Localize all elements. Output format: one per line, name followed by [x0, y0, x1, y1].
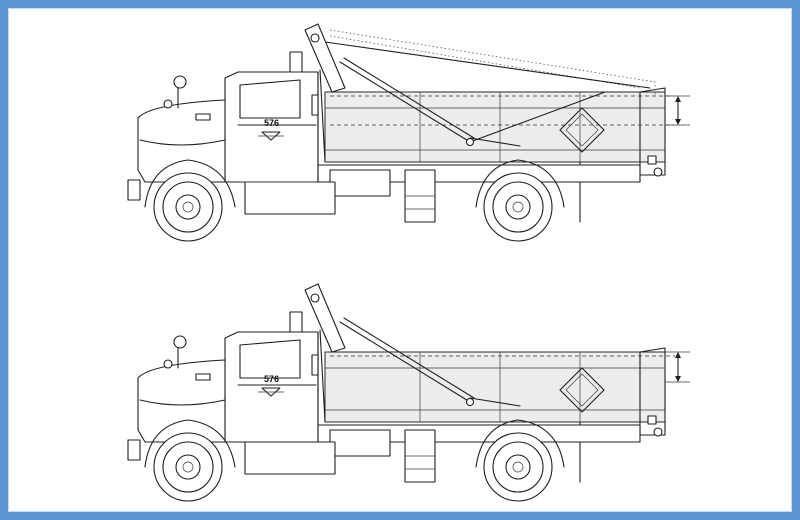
front-wheel [144, 419, 236, 502]
dump-truck-bottom: 576 [127, 283, 690, 502]
truck-cab: 576 [224, 51, 319, 183]
height-dimension [665, 351, 690, 383]
front-wheel [144, 159, 236, 242]
dump-truck-top: 576 [127, 23, 690, 242]
dump-body [324, 87, 675, 223]
chassis [229, 69, 641, 223]
cab-number: 576 [264, 118, 279, 128]
chassis [229, 329, 641, 483]
cab-number: 576 [264, 374, 279, 384]
truck-cab: 576 [224, 311, 319, 443]
tarp-arm [304, 23, 656, 147]
height-dimension [665, 95, 690, 126]
rear-wheel [475, 159, 565, 242]
tarp-arm [304, 283, 521, 407]
truck-hood [127, 335, 226, 461]
rear-wheel [475, 419, 565, 502]
dump-body [324, 347, 675, 483]
